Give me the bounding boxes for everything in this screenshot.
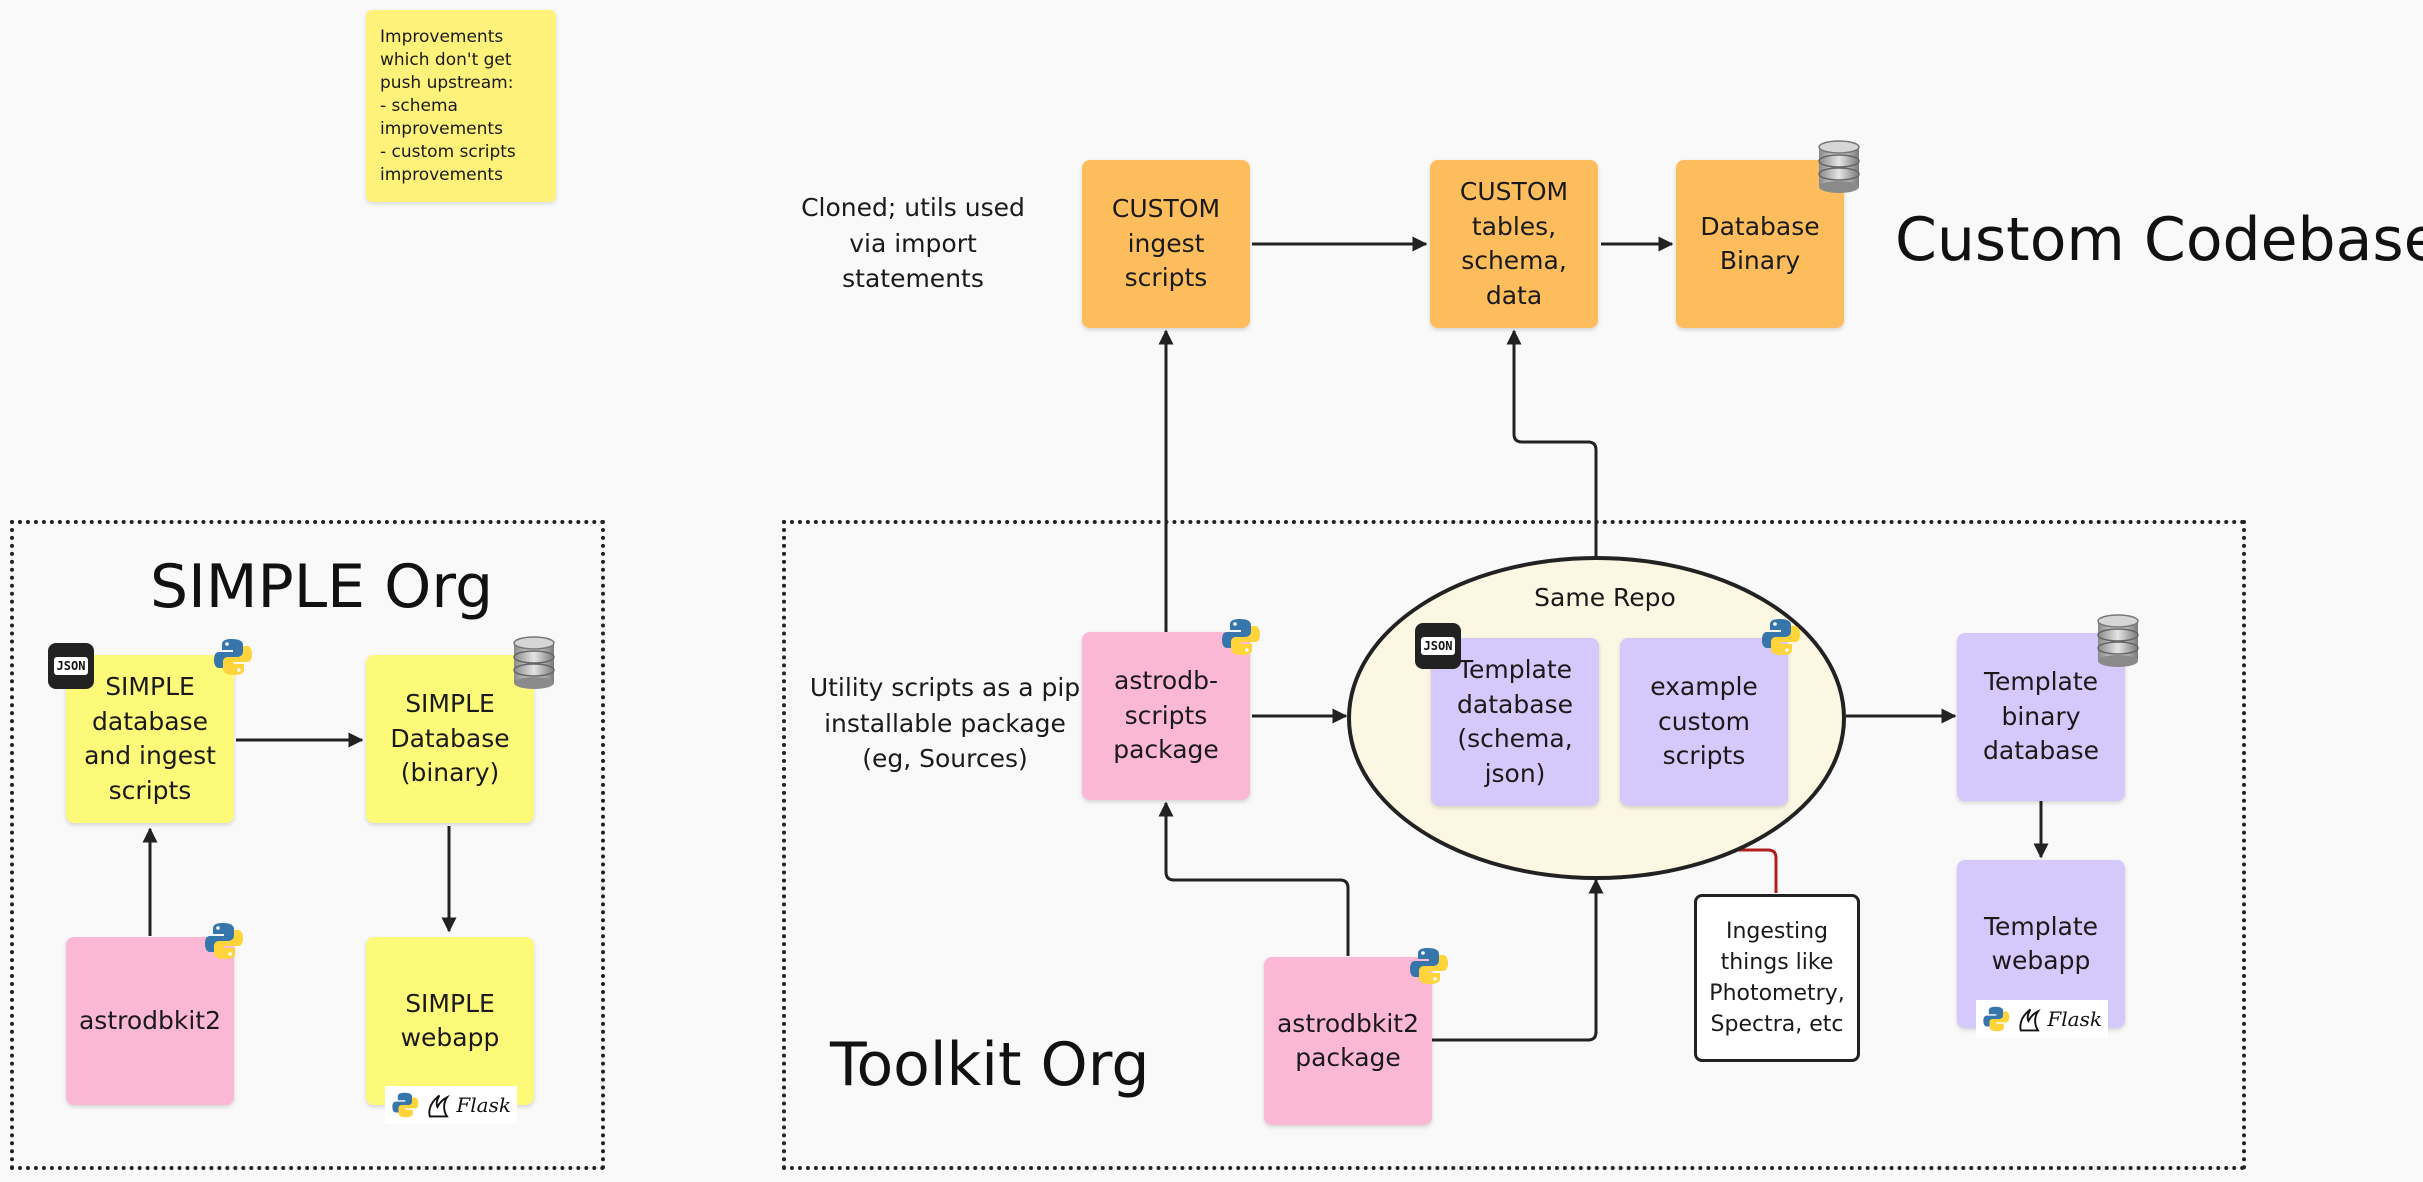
improvements-sticky-note: Improvements which don't get push upstre… <box>366 10 556 202</box>
simple-org-region <box>10 520 605 1170</box>
ingesting-note: Ingesting things like Photometry, Spectr… <box>1694 894 1860 1062</box>
python-icon <box>392 1092 419 1118</box>
simple-webapp: SIMPLE webapp <box>366 937 534 1105</box>
edge-astrodbkit2-pkg-to-astrodb-scripts <box>1158 801 1350 956</box>
same-repo-label: Same Repo <box>1534 583 1676 612</box>
json-icon: JSON <box>48 643 94 689</box>
python-icon <box>205 923 243 959</box>
custom-tables-schema-data: CUSTOM tables, schema, data <box>1430 160 1598 328</box>
python-icon <box>214 639 252 675</box>
python-flask-badge: Flask <box>1976 1000 2108 1038</box>
json-icon-label: JSON <box>1420 637 1456 655</box>
toolkit-org-title: Toolkit Org <box>830 1030 1150 1100</box>
flask-icon <box>428 1094 450 1118</box>
astrodb-scripts-package: astrodb-scripts package <box>1082 632 1250 800</box>
database-icon <box>513 636 555 689</box>
json-icon-label: JSON <box>53 657 89 675</box>
python-icon <box>1410 948 1448 984</box>
flask-label: Flask <box>456 1093 511 1117</box>
simple-database-and-ingest-scripts: SIMPLE database and ingest scripts <box>66 655 234 823</box>
simple-database-binary: SIMPLE Database (binary) <box>366 655 534 823</box>
utility-scripts-label: Utility scripts as a pip installable pac… <box>809 673 1081 773</box>
database-icon <box>2097 614 2139 667</box>
database-binary: Database Binary <box>1676 160 1844 328</box>
toolkit-org-region <box>782 520 2246 1170</box>
example-custom-scripts: example custom scripts <box>1620 638 1788 806</box>
python-flask-badge: Flask <box>385 1086 517 1124</box>
custom-codebases-title: Custom Codebases <box>1895 205 2423 275</box>
database-icon <box>1818 140 1860 193</box>
cloned-label: Cloned; utils used via import statements <box>801 193 1025 293</box>
flask-icon <box>2019 1008 2041 1032</box>
astrodbkit2-package: astrodbkit2 package <box>1264 957 1432 1125</box>
json-icon: JSON <box>1415 623 1461 669</box>
python-icon <box>1762 619 1800 655</box>
astrodbkit2-node: astrodbkit2 <box>66 937 234 1105</box>
simple-org-title: SIMPLE Org <box>150 552 494 622</box>
edge-astrodbkit2-pkg-to-same-repo <box>1432 878 1604 1042</box>
python-icon <box>1222 619 1260 655</box>
template-binary-database: Template binary database <box>1957 633 2125 801</box>
custom-ingest-scripts: CUSTOM ingest scripts <box>1082 160 1250 328</box>
flask-label: Flask <box>2047 1007 2102 1031</box>
python-icon <box>1983 1006 2010 1032</box>
edge-same-repo-to-custom-tables <box>1506 329 1598 558</box>
